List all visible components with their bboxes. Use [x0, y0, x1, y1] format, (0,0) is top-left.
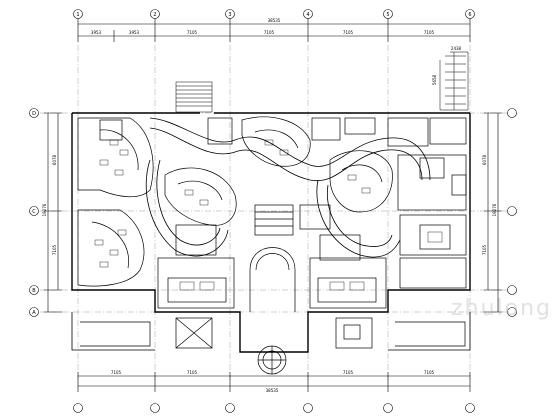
dim-top-seg-3: 7105	[187, 30, 198, 35]
dim-stair-width: 2438	[451, 46, 462, 51]
grid-axes	[40, 45, 510, 380]
right-dimension-lines	[484, 112, 502, 313]
grid-col-5: 5	[386, 12, 389, 18]
bottom-dimension-lines	[77, 372, 471, 392]
dim-top-seg-1: 3953	[91, 30, 102, 35]
watermark: zhulong	[451, 296, 552, 321]
dim-bottom-seg-1: 7105	[111, 370, 122, 375]
grid-col-4: 4	[306, 12, 309, 18]
dim-left-seg-1: 6078	[52, 154, 57, 165]
grid-row-b: C	[32, 209, 36, 215]
grid-row-bubbles	[29, 108, 517, 317]
dim-bottom-seg-4: 7105	[424, 370, 435, 375]
grid-row-a: D	[32, 111, 36, 117]
dim-right-seg-1: 6078	[482, 154, 487, 165]
grid-labels: 1 2 3 4 5 6 D C B A	[32, 12, 472, 316]
dim-right-overall: 19276	[492, 203, 497, 216]
top-dimension-lines	[77, 18, 471, 42]
grid-col-2: 2	[153, 12, 156, 18]
curved-classrooms	[77, 116, 393, 287]
dim-top-seg-6: 7105	[424, 30, 435, 35]
grid-row-c: B	[32, 288, 36, 294]
grid-column-bubbles-top	[73, 9, 475, 19]
front-rooms	[80, 317, 466, 349]
left-dimension-lines	[44, 112, 62, 313]
grid-column-bubbles-bottom	[73, 403, 475, 413]
dim-stair-height: 5658	[432, 74, 437, 85]
dim-left-overall: 19276	[42, 203, 47, 216]
furniture	[94, 139, 443, 291]
stair-top-left	[175, 81, 213, 113]
dim-top-overall: 38535	[268, 18, 281, 23]
interior-walls	[99, 117, 467, 309]
dim-top-seg-4: 7105	[264, 30, 275, 35]
grid-col-3: 3	[228, 12, 231, 18]
outer-walls	[71, 112, 471, 353]
dim-top-seg-5: 7105	[343, 30, 354, 35]
dim-top-seg-2: 3953	[129, 30, 140, 35]
grid-row-d: A	[32, 310, 36, 316]
curved-corridor	[145, 117, 431, 258]
stair-top-right	[439, 51, 469, 111]
dim-right-seg-2: 7105	[482, 244, 487, 255]
central-entrance	[249, 247, 296, 375]
dim-bottom-seg-2: 7105	[187, 370, 198, 375]
grid-col-1: 1	[76, 12, 79, 18]
grid-col-6: 6	[468, 12, 471, 18]
dimension-texts: 38535 3953 3953 7105 7105 7105 7105 2438…	[42, 18, 497, 393]
dim-bottom-seg-3: 7105	[343, 370, 354, 375]
dim-left-seg-2: 7105	[52, 244, 57, 255]
dim-bottom-overall: 38535	[266, 388, 279, 393]
